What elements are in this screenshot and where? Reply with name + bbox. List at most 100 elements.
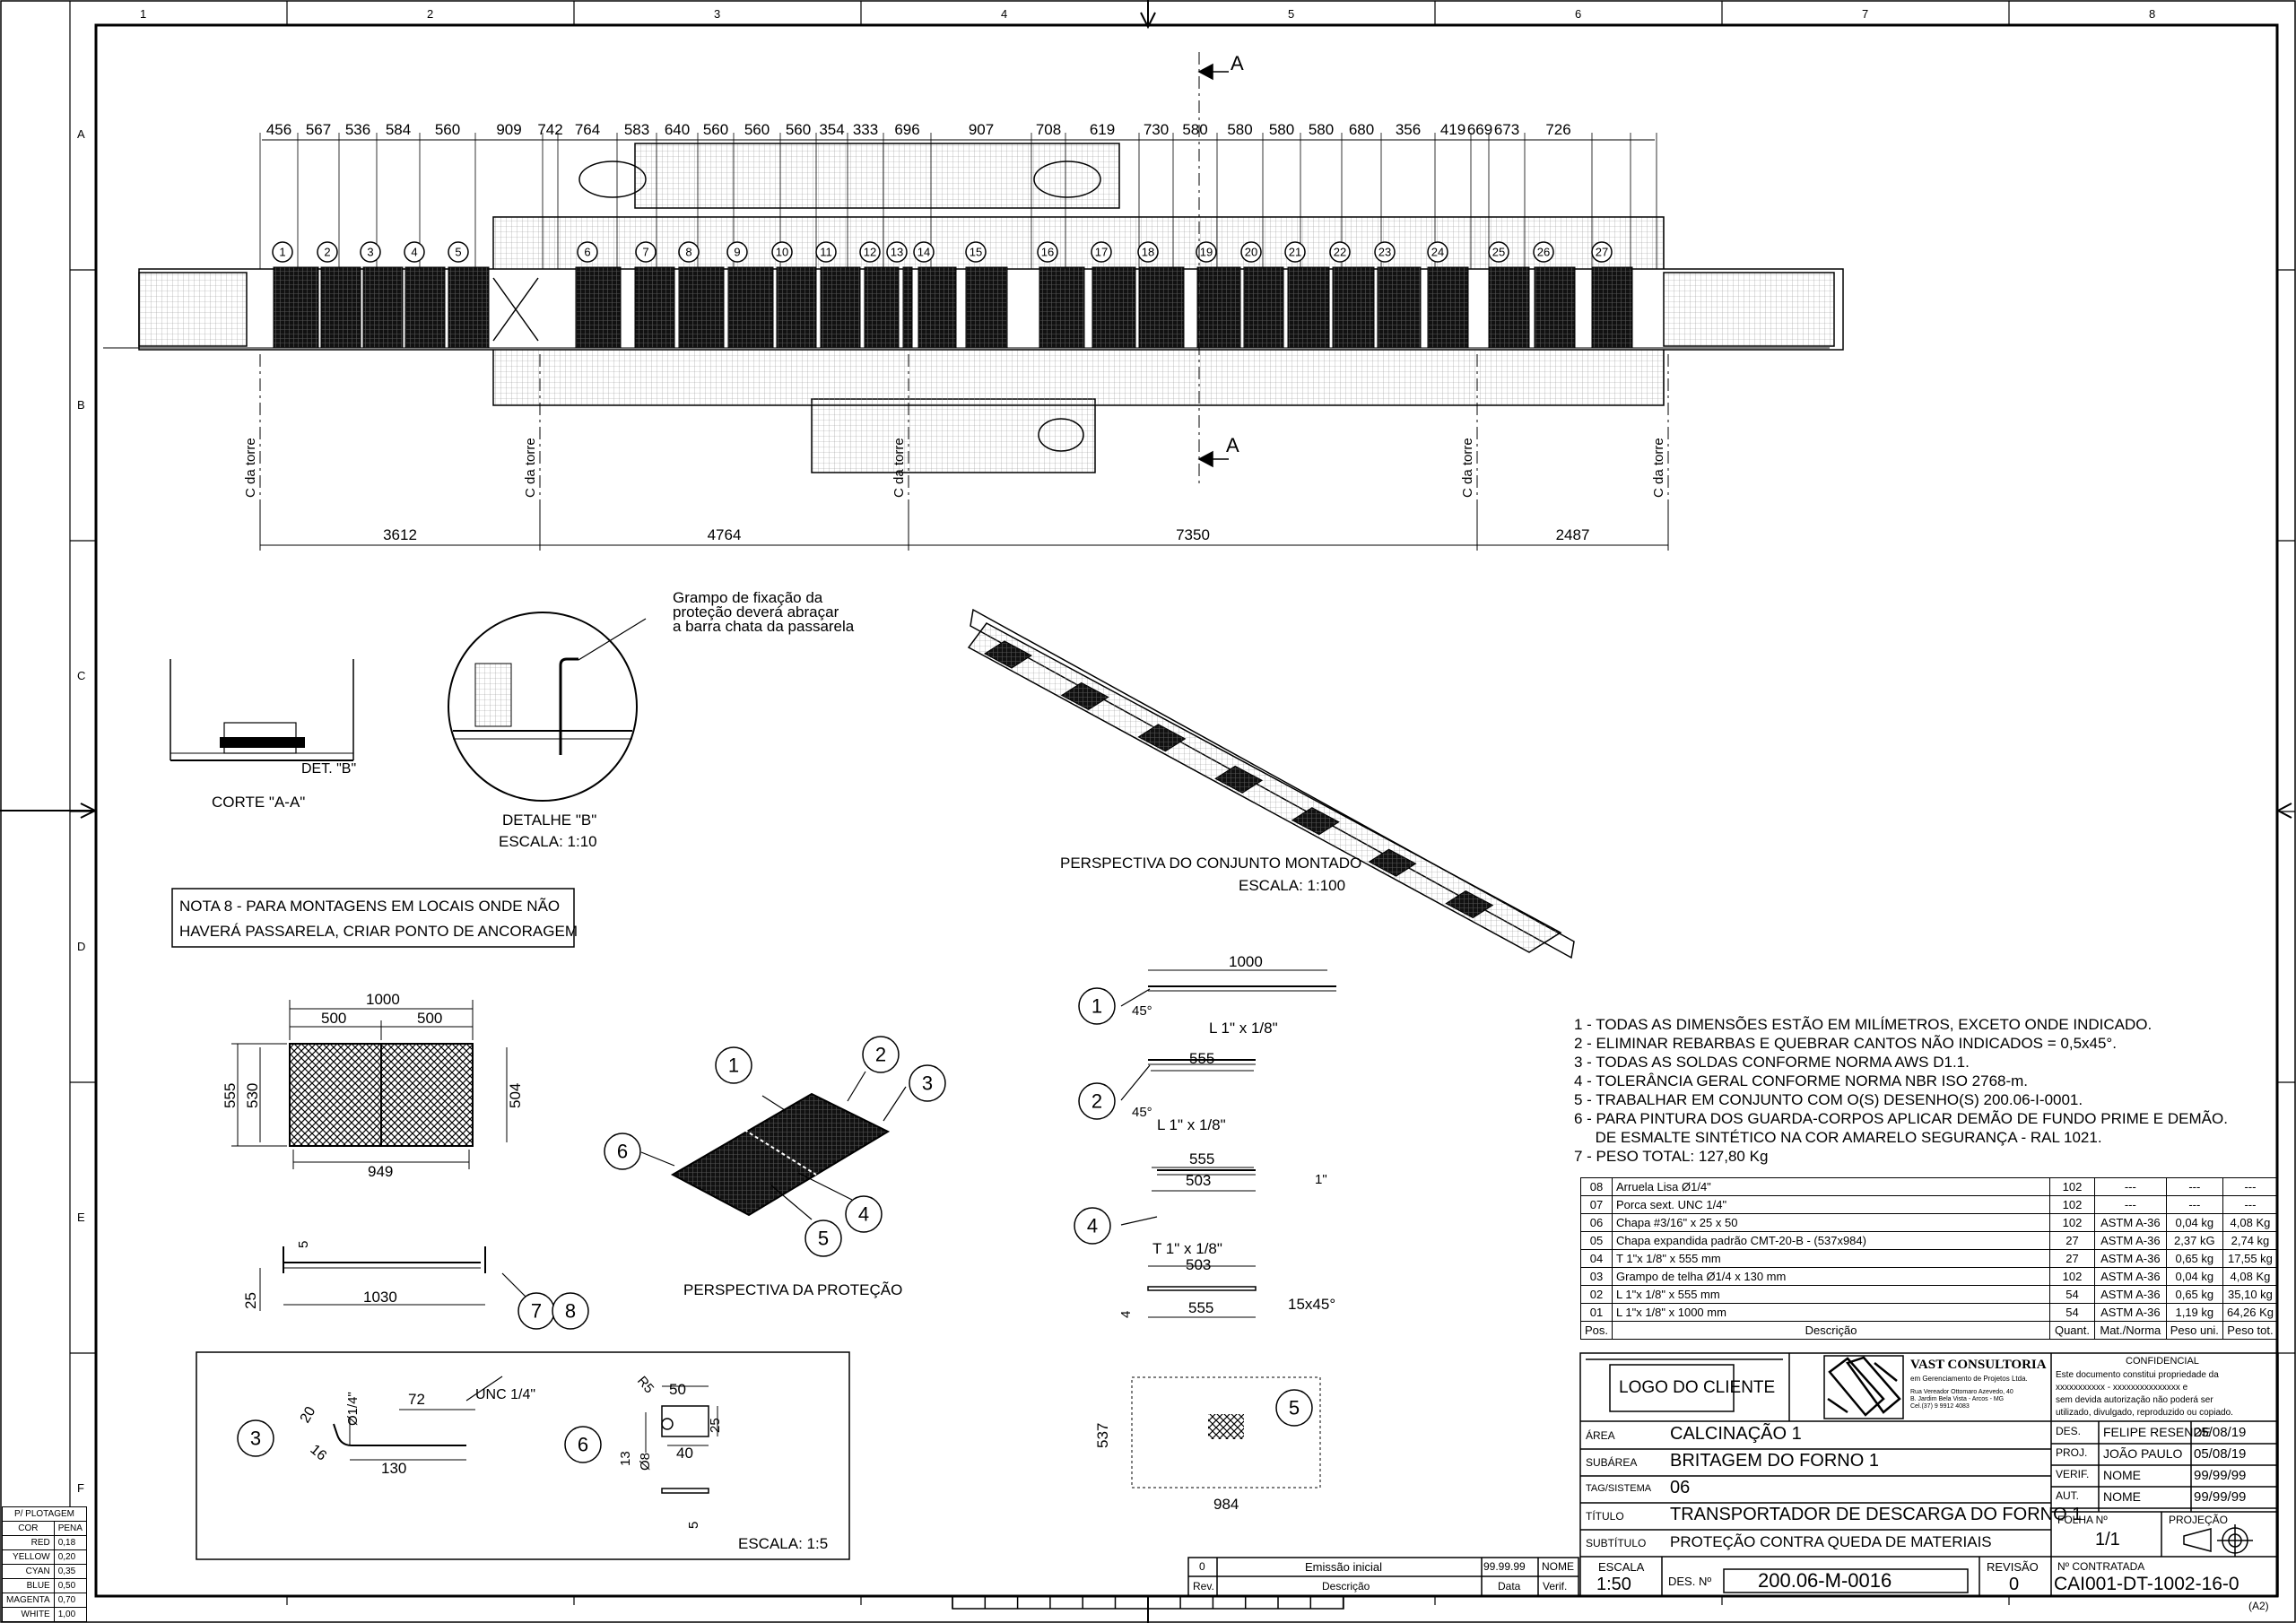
plan-item-bubble-label: 10	[776, 246, 788, 259]
plan-panel	[1427, 266, 1469, 349]
area-label: ÁREA	[1586, 1429, 1615, 1442]
plan-top-dim: 730	[1144, 121, 1169, 138]
plan-panel	[1138, 266, 1185, 349]
section-label-top: A	[1231, 52, 1244, 74]
pen-color: WHITE	[2, 1607, 55, 1622]
bom-cell-qty: 54	[2049, 1303, 2095, 1322]
plan-panel	[448, 266, 490, 349]
plan-top-dim: 726	[1545, 121, 1570, 138]
note-line: 6 - PARA PINTURA DOS GUARDA-CORPOS APLIC…	[1574, 1110, 2228, 1127]
plan-item-bubble-label: 21	[1289, 246, 1301, 259]
plan-top-dim: 580	[1182, 121, 1207, 138]
plan-item-bubble: 7	[635, 241, 657, 263]
plan-top-dim: 560	[703, 121, 728, 138]
plan-item-bubble-label: 7	[642, 246, 648, 259]
bom-cell-unit: ---	[2165, 1195, 2223, 1214]
plan-top-dim: 669	[1467, 121, 1492, 138]
plan-item-bubble: 8	[678, 241, 700, 263]
protecao-title: PERSPECTIVA DA PROTEÇÃO	[683, 1281, 902, 1298]
company-logo-icon	[1823, 1355, 1904, 1419]
grampo-note-2: proteção deverá abraçar	[673, 603, 839, 621]
note-line: 5 - TRABALHAR EM CONJUNTO COM O(S) DESEN…	[1574, 1091, 2083, 1108]
detalhe-b-view	[448, 612, 647, 802]
plan-panel	[1287, 266, 1330, 349]
bom-cell-qty: 27	[2049, 1249, 2095, 1268]
plan-panel	[1488, 266, 1530, 349]
dim-25: 25	[242, 1292, 259, 1309]
p5-w: 984	[1213, 1496, 1239, 1513]
p6-25: 25	[708, 1418, 723, 1433]
bom-cell-pos: 01	[1579, 1303, 1613, 1322]
row-label: F	[77, 1481, 84, 1495]
part-bubble-6: 6	[604, 1133, 641, 1170]
general-notes: 1 - TODAS AS DIMENSÕES ESTÃO EM MILÍMETR…	[1574, 1015, 2228, 1166]
plan-item-bubble: 10	[771, 241, 793, 263]
detail-bubble-4-label: 4	[1087, 1215, 1098, 1237]
bom-cell-desc: Chapa #3/16" x 25 x 50	[1612, 1213, 2051, 1232]
column-label: 3	[714, 7, 721, 21]
escala-1-5: ESCALA: 1:5	[738, 1535, 828, 1552]
dim-530: 530	[244, 1083, 261, 1108]
pen-color: BLUE	[2, 1578, 55, 1593]
p1-prof: L 1" x 1/8"	[1209, 1020, 1278, 1037]
plan-item-bubble: 17	[1091, 241, 1112, 263]
sign-name: NOME	[2103, 1468, 2141, 1482]
plan-item-bubble-label: 17	[1095, 246, 1108, 259]
plan-panel	[1091, 266, 1136, 349]
p4b-h: 4	[1118, 1311, 1134, 1318]
nota8-line2: HAVERÁ PASSARELA, CRIAR PONTO DE ANCORAG…	[179, 923, 578, 940]
bom-cell-unit: ---	[2165, 1177, 2223, 1196]
bom-cell-mat: ---	[2093, 1177, 2167, 1196]
rev-verif: NOME	[1542, 1560, 1574, 1573]
part-bubble-5: 5	[804, 1219, 842, 1257]
plan-panel	[1332, 266, 1375, 349]
plan-top-dim: 580	[1309, 121, 1334, 138]
bom-cell-qty: 102	[2049, 1213, 2095, 1232]
plan-panel	[1591, 266, 1633, 349]
plan-item-bubble-label: 27	[1596, 246, 1608, 259]
plan-top-dim: 567	[306, 121, 331, 138]
detail-bubble-1-label: 1	[1091, 995, 1102, 1018]
perspectiva-conjunto-view	[967, 608, 1575, 959]
pen-value: 0,20	[53, 1549, 87, 1565]
bom-cell-total: ---	[2222, 1195, 2279, 1214]
bom-cell-qty: 27	[2049, 1231, 2095, 1250]
p6-r5: R5	[634, 1374, 657, 1397]
plan-top-dim: 619	[1090, 121, 1115, 138]
rev-desc: Emissão inicial	[1305, 1560, 1382, 1574]
plan-top-dim: 560	[786, 121, 811, 138]
plan-top-dim: 333	[853, 121, 878, 138]
rev-h-desc: Descrição	[1322, 1580, 1370, 1593]
p4b-len1: 503	[1186, 1256, 1211, 1273]
p6-40: 40	[676, 1445, 693, 1462]
bom-cell-total: 17,55 kg	[2222, 1249, 2279, 1268]
tower-centerline-label: C da torre	[523, 438, 538, 498]
conf-4: utilizado, divulgado, reproduzido ou cop…	[2056, 1408, 2233, 1418]
pen-value: 0,70	[53, 1593, 87, 1608]
p3-d: Ø1/4"	[345, 1392, 361, 1426]
dim-949: 949	[368, 1163, 393, 1180]
dim-555: 555	[222, 1083, 239, 1108]
bom-cell-mat: ASTM A-36	[2093, 1267, 2167, 1286]
sign-role: VERIF.	[2056, 1468, 2090, 1480]
dim-500-b: 500	[417, 1010, 442, 1027]
pen-value: 0,50	[53, 1578, 87, 1593]
corte-aa-title: CORTE "A-A"	[212, 794, 305, 811]
tag-value: 06	[1670, 1478, 1691, 1497]
company-sub: em Gerenciamento de Projetos Ltda.	[1910, 1375, 2028, 1383]
bom-header-desc: Descrição	[1612, 1321, 2051, 1340]
bom-cell-total: 4,08 Kg	[2222, 1267, 2279, 1286]
detalhe-b-title: DETALHE "B"	[502, 812, 596, 829]
plan-item-bubble-label: 14	[918, 246, 930, 259]
plan-item-bubble-label: 3	[367, 246, 373, 259]
bom-cell-desc: T 1"x 1/8" x 555 mm	[1612, 1249, 2051, 1268]
subarea-label: SUBÁREA	[1586, 1456, 1638, 1469]
p3-20: 20	[298, 1404, 319, 1426]
plan-item-bubble: 16	[1037, 241, 1058, 263]
plan-item-bubble-label: 5	[455, 246, 461, 259]
bom-cell-desc: Chapa expandida padrão CMT-20-B - (537x9…	[1612, 1231, 2051, 1250]
